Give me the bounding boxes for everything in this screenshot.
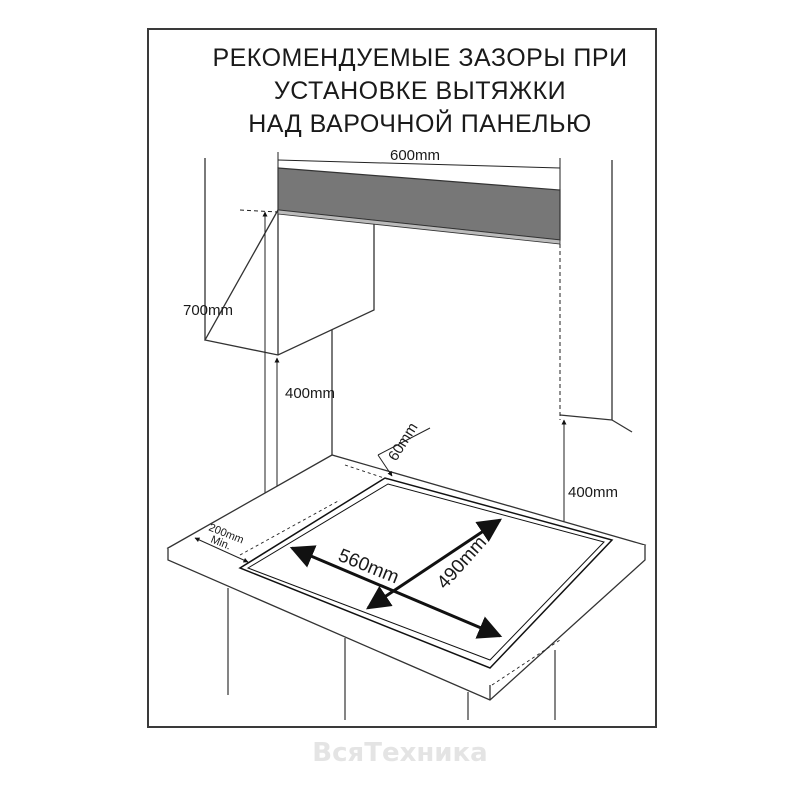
back-gap-label: 60mm (385, 420, 422, 464)
base-cabinet (227, 588, 556, 720)
hob-depth-dimension (366, 518, 502, 610)
hood-underside-guides (239, 209, 561, 420)
hood-width-dimension (277, 152, 561, 190)
diagram-title-line-2: УСТАНОВКЕ ВЫТЯЖКИ (273, 77, 567, 105)
cabinet-height-label: 700mm (183, 302, 233, 319)
watermark-logo: ВсяТехника (312, 738, 488, 768)
left-clearance-label: 400mm (285, 385, 335, 402)
right-clearance-label: 400mm (568, 484, 618, 501)
range-hood (277, 167, 561, 245)
wall-cabinet (203, 209, 375, 356)
diagram-title-line-3: НАД ВАРОЧНОЙ ПАНЕЛЬЮ (248, 110, 592, 138)
hood-width-label: 600mm (390, 147, 440, 164)
front-gap-dimension (194, 537, 249, 563)
back-gap-dimension (377, 427, 431, 477)
edge-guides (239, 464, 561, 686)
diagram-title-line-1: РЕКОМЕНДУЕМЫЕ ЗАЗОРЫ ПРИ (212, 44, 628, 72)
